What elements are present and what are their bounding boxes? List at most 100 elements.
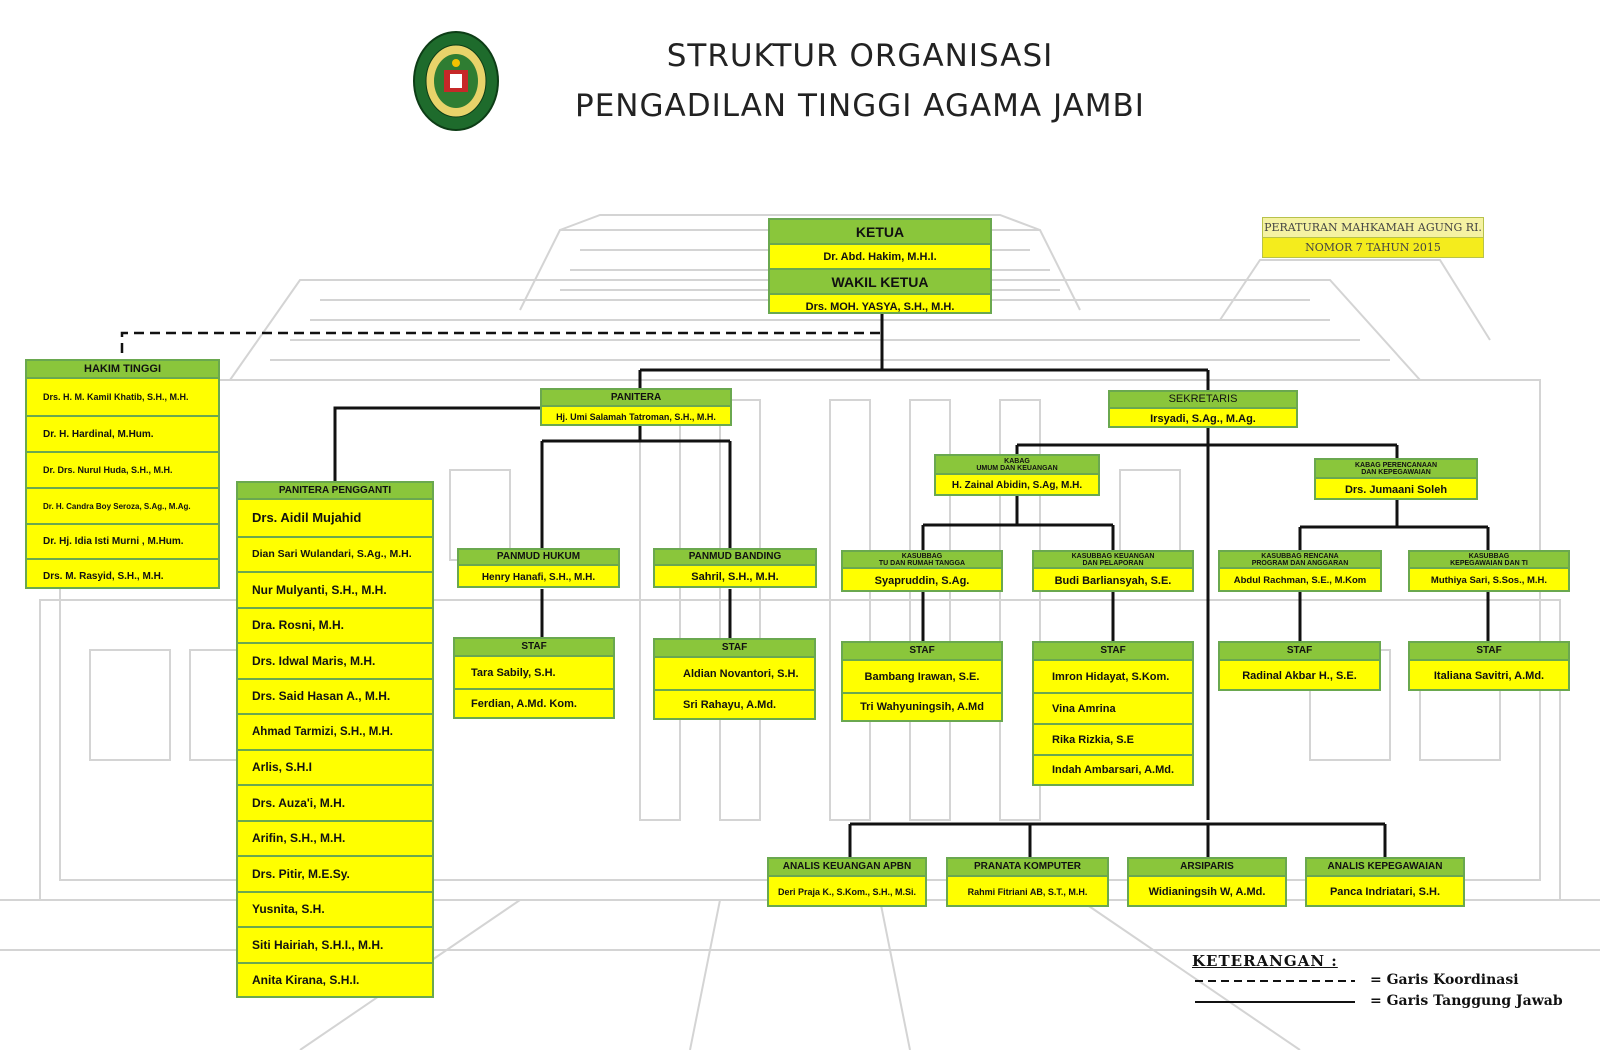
kabag-umum-title-line1: KABAG xyxy=(1004,457,1030,465)
staf-banding-box: STAF Aldian Novantori, S.H. Sri Rahayu, … xyxy=(653,638,816,720)
staf-keuangan-member: Vina Amrina xyxy=(1034,692,1192,723)
staf-kepegawaian-box: STAF Italiana Savitri, A.Md. xyxy=(1408,641,1570,691)
legend-solid-label: = Garis Tanggung Jawab xyxy=(1370,993,1563,1009)
staf-rencana-member: Radinal Akbar H., S.E. xyxy=(1242,670,1357,682)
analis-kepegawaian-title: ANALIS KEPEGAWAIAN xyxy=(1307,859,1463,877)
kasubbag-keuangan-title-line1: KASUBBAG KEUANGAN xyxy=(1071,552,1155,560)
panitera-pengganti-member: Arlis, S.H.I xyxy=(238,748,432,785)
panitera-pengganti-box: PANITERA PENGGANTI Drs. Aidil Mujahid Di… xyxy=(236,481,434,998)
kasubbag-rencana-box: KASUBBAG RENCANA PROGRAM DAN ANGGARAN Ab… xyxy=(1218,550,1382,592)
kasubbag-rencana-title: KASUBBAG RENCANA PROGRAM DAN ANGGARAN xyxy=(1220,552,1380,569)
kasubbag-keuangan-title-line2: DAN PELAPORAN xyxy=(1082,559,1144,567)
pranata-komputer-title: PRANATA KOMPUTER xyxy=(948,859,1107,877)
kasubbag-tu-title: KASUBBAG TU DAN RUMAH TANGGA xyxy=(843,552,1001,569)
panmud-banding-box: PANMUD BANDING Sahril, S.H., M.H. xyxy=(653,548,817,588)
hakim-tinggi-member: Drs. H. M. Kamil Khatib, S.H., M.H. xyxy=(43,392,189,402)
panitera-pengganti-member: Drs. Auza'i, M.H. xyxy=(238,784,432,820)
kasubbag-kepegawaian-title-line2: KEPEGAWAIAN DAN TI xyxy=(1450,559,1528,567)
wakil-ketua-title: WAKIL KETUA xyxy=(770,268,990,295)
staf-banding-title: STAF xyxy=(655,640,814,658)
hakim-tinggi-member: Dr. Drs. Nurul Huda, S.H., M.H. xyxy=(27,451,218,487)
panitera-pengganti-member: Yusnita, S.H. xyxy=(238,890,432,927)
staf-tu-member: Tri Wahyuningsih, A.Md xyxy=(843,692,1001,720)
kasubbag-rencana-name: Abdul Rachman, S.E., M.Kom xyxy=(1233,575,1367,586)
ketua-box: KETUA Dr. Abd. Hakim, M.H.I. WAKIL KETUA… xyxy=(768,218,992,314)
panmud-banding-name: Sahril, S.H., M.H. xyxy=(691,571,779,583)
kabag-perencanaan-name: Drs. Jumaani Soleh xyxy=(1344,483,1448,496)
kasubbag-rencana-title-line2: PROGRAM DAN ANGGARAN xyxy=(1251,559,1349,567)
kabag-umum-title-line2: UMUM DAN KEUANGAN xyxy=(976,464,1058,472)
kasubbag-kepegawaian-name: Muthiya Sari, S.Sos., M.H. xyxy=(1430,575,1548,586)
kabag-umum-box: KABAG UMUM DAN KEUANGAN H. Zainal Abidin… xyxy=(934,454,1100,496)
page-title-line1: STRUKTUR ORGANISASI xyxy=(666,38,1054,74)
responsibility-lines xyxy=(333,312,1490,858)
arsiparis-title: ARSIPARIS xyxy=(1129,859,1285,877)
staf-keuangan-member: Indah Ambarsari, A.Md. xyxy=(1034,754,1192,784)
hakim-tinggi-title: HAKIM TINGGI xyxy=(27,361,218,379)
sekretaris-box: SEKRETARIS Irsyadi, S.Ag., M.Ag. xyxy=(1108,390,1298,428)
staf-tu-member: Bambang Irawan, S.E. xyxy=(864,670,980,683)
sekretaris-title: SEKRETARIS xyxy=(1110,392,1296,409)
kabag-perencanaan-title: KABAG PERENCANAAN DAN KEPEGAWAIAN xyxy=(1316,460,1476,479)
kasubbag-tu-name: Syapruddin, S.Ag. xyxy=(874,574,970,587)
kasubbag-keuangan-box: KASUBBAG KEUANGAN DAN PELAPORAN Budi Bar… xyxy=(1032,550,1194,592)
kasubbag-tu-title-line1: KASUBBAG xyxy=(901,552,943,560)
legend: KETERANGAN : = Garis Koordinasi = Garis … xyxy=(1192,952,1563,1009)
analis-apbn-box: ANALIS KEUANGAN APBN Deri Praja K., S.Ko… xyxy=(767,857,927,907)
panitera-pengganti-member: Ahmad Tarmizi, S.H., M.H. xyxy=(238,713,432,749)
staf-rencana-box: STAF Radinal Akbar H., S.E. xyxy=(1218,641,1381,691)
kabag-umum-name: H. Zainal Abidin, S.Ag, M.H. xyxy=(951,480,1083,491)
hakim-tinggi-member: Dr. H. Hardinal, M.Hum. xyxy=(27,415,218,451)
legend-title: KETERANGAN : xyxy=(1192,952,1338,970)
staf-kepegawaian-member: Italiana Savitri, A.Md. xyxy=(1433,670,1545,682)
panitera-pengganti-title: PANITERA PENGGANTI xyxy=(238,483,432,500)
analis-apbn-name: Deri Praja K., S.Kom., S.H., M.Si. xyxy=(777,887,917,897)
kabag-perencanaan-box: KABAG PERENCANAAN DAN KEPEGAWAIAN Drs. J… xyxy=(1314,458,1478,500)
panitera-name: Hj. Umi Salamah Tatroman, S.H., M.H. xyxy=(556,411,716,422)
staf-tu-title: STAF xyxy=(843,643,1001,661)
kasubbag-tu-title-line2: TU DAN RUMAH TANGGA xyxy=(878,559,966,567)
kasubbag-keuangan-name: Budi Barliansyah, S.E. xyxy=(1054,574,1172,587)
staf-hukum-box: STAF Tara Sabily, S.H. Ferdian, A.Md. Ko… xyxy=(453,637,615,719)
panitera-pengganti-member: Arifin, S.H., M.H. xyxy=(238,819,432,856)
panmud-hukum-title: PANMUD HUKUM xyxy=(459,550,618,566)
hakim-tinggi-box: HAKIM TINGGI Drs. H. M. Kamil Khatib, S.… xyxy=(25,359,220,589)
staf-keuangan-title: STAF xyxy=(1034,643,1192,661)
pranata-komputer-name: Rahmi Fitriani AB, S.T., M.H. xyxy=(967,887,1088,897)
kasubbag-keuangan-title: KASUBBAG KEUANGAN DAN PELAPORAN xyxy=(1034,552,1192,569)
kabag-perencanaan-title-line1: KABAG PERENCANAAN xyxy=(1354,461,1438,469)
staf-keuangan-member: Imron Hidayat, S.Kom. xyxy=(1052,670,1170,683)
panmud-banding-title: PANMUD BANDING xyxy=(655,550,815,566)
analis-apbn-title: ANALIS KEUANGAN APBN xyxy=(769,859,925,877)
analis-kepegawaian-name: Panca Indriatari, S.H. xyxy=(1329,886,1441,898)
staf-tu-box: STAF Bambang Irawan, S.E. Tri Wahyunings… xyxy=(841,641,1003,722)
legend-dashed-label: = Garis Koordinasi xyxy=(1370,972,1519,988)
panitera-pengganti-member: Drs. Aidil Mujahid xyxy=(252,510,362,526)
kasubbag-tu-box: KASUBBAG TU DAN RUMAH TANGGA Syapruddin,… xyxy=(841,550,1003,592)
hakim-tinggi-member: Dr. H. Candra Boy Seroza, S.Ag., M.Ag. xyxy=(27,487,218,523)
panitera-pengganti-member: Anita Kirana, S.H.I. xyxy=(238,961,432,998)
arsiparis-box: ARSIPARIS Widianingsih W, A.Md. xyxy=(1127,857,1287,907)
staf-hukum-member: Ferdian, A.Md. Kom. xyxy=(455,688,613,717)
court-emblem-logo xyxy=(413,31,499,131)
pranata-komputer-box: PRANATA KOMPUTER Rahmi Fitriani AB, S.T.… xyxy=(946,857,1109,907)
coordination-lines xyxy=(120,331,880,360)
panmud-hukum-name: Henry Hanafi, S.H., M.H. xyxy=(481,571,596,583)
sekretaris-name: Irsyadi, S.Ag., M.Ag. xyxy=(1150,412,1256,425)
staf-hukum-title: STAF xyxy=(455,639,613,657)
staf-banding-member: Sri Rahayu, A.Md. xyxy=(655,689,814,718)
panitera-pengganti-member: Siti Hairiah, S.H.I., M.H. xyxy=(238,926,432,962)
panitera-title: PANITERA xyxy=(542,390,730,407)
staf-keuangan-member: Rika Rizkia, S.E xyxy=(1034,723,1192,754)
kasubbag-kepegawaian-box: KASUBBAG KEPEGAWAIAN DAN TI Muthiya Sari… xyxy=(1408,550,1570,592)
legend-line-samples xyxy=(1195,980,1355,1003)
hakim-tinggi-member: Drs. M. Rasyid, S.H., M.H. xyxy=(27,558,218,593)
arsiparis-name: Widianingsih W, A.Md. xyxy=(1148,886,1266,898)
kabag-perencanaan-title-line2: DAN KEPEGAWAIAN xyxy=(1361,468,1431,476)
regulation-line1: PERATURAN MAHKAMAH AGUNG RI. xyxy=(1262,217,1484,238)
page-title-line2: PENGADILAN TINGGI AGAMA JAMBI xyxy=(575,88,1145,124)
staf-rencana-title: STAF xyxy=(1220,643,1379,661)
regulation-line2: NOMOR 7 TAHUN 2015 xyxy=(1262,238,1484,258)
staf-keuangan-box: STAF Imron Hidayat, S.Kom. Vina Amrina R… xyxy=(1032,641,1194,786)
